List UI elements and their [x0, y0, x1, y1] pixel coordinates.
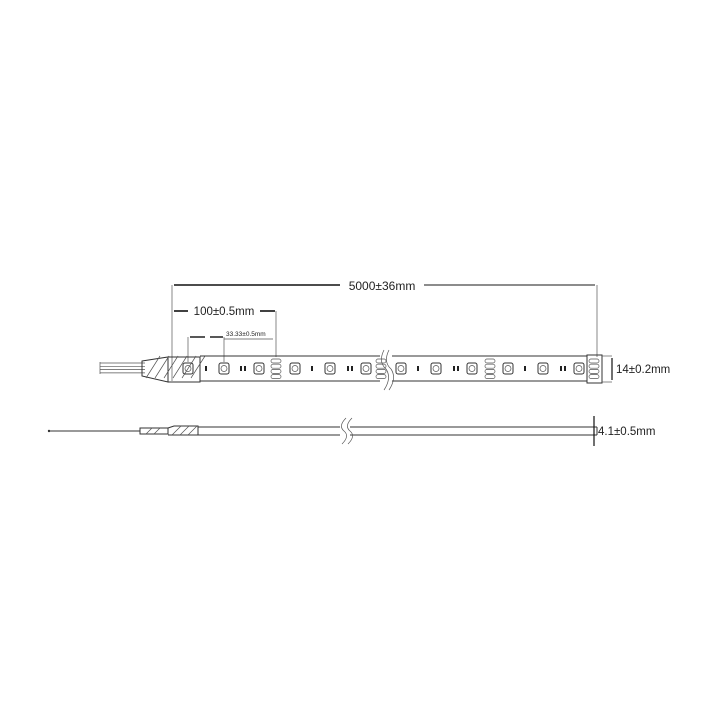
strip-side-view: [47, 417, 598, 445]
resistor: [457, 366, 459, 371]
resistor: [244, 366, 246, 371]
led-chip: [218, 362, 230, 375]
led-lens: [504, 365, 512, 372]
led-chip: [182, 362, 194, 375]
solder-pad: [588, 374, 600, 379]
resistor: [564, 366, 566, 371]
solder-pad: [375, 369, 387, 374]
hatch-line: [172, 355, 188, 379]
led-chip: [253, 362, 265, 375]
solder-pad: [270, 363, 282, 369]
resistor: [311, 366, 313, 371]
total-length-dimension: 5000±36mm: [171, 279, 598, 381]
hatch-line: [145, 355, 161, 379]
solder-pad: [375, 374, 387, 379]
solder-pad: [484, 363, 496, 369]
led-lens: [539, 365, 547, 372]
cut-length-dimension: 100±0.5mm: [174, 306, 277, 357]
solder-pad: [375, 363, 387, 369]
solder-pad: [270, 358, 282, 364]
resistor: [453, 366, 455, 371]
resistor: [351, 366, 353, 371]
led-pitch-dimension: 33.33±0.5mm: [187, 331, 273, 362]
total-length-label: 5000±36mm: [349, 279, 416, 293]
resistor: [560, 366, 562, 371]
break-mark: [386, 349, 394, 391]
led-chip: [360, 362, 372, 375]
solder-pad: [588, 363, 600, 369]
resistor: [347, 366, 349, 371]
width-label: 14±0.2mm: [616, 364, 670, 376]
led-chip: [573, 362, 585, 375]
led-chip: [289, 362, 301, 375]
hatch-line: [163, 355, 179, 379]
hatch-line: [154, 355, 170, 379]
solder-pad: [375, 358, 387, 364]
break-mark: [381, 349, 389, 391]
end-cap-right: [586, 354, 603, 384]
led-lens: [362, 365, 370, 372]
hatch-line: [190, 355, 206, 379]
solder-pad: [588, 358, 600, 364]
resistor: [205, 366, 207, 371]
strip-top-view: [99, 349, 603, 391]
end-cap-left: [167, 356, 201, 383]
led-chip: [466, 362, 478, 375]
led-lens: [468, 365, 476, 372]
cut-length-label: 100±0.5mm: [194, 306, 255, 318]
led-lens: [184, 365, 192, 372]
led-chip: [324, 362, 336, 375]
led-pitch-label: 33.33±0.5mm: [226, 331, 266, 338]
solder-pad: [484, 369, 496, 374]
led-lens: [397, 365, 405, 372]
led-lens: [220, 365, 228, 372]
led-lens: [326, 365, 334, 372]
led-lens: [255, 365, 263, 372]
solder-pad: [484, 358, 496, 364]
solder-pad: [588, 369, 600, 374]
hatch-line: [181, 355, 197, 379]
thickness-label: 4.1±0.5mm: [598, 426, 655, 438]
led-lens: [432, 365, 440, 372]
led-chip: [502, 362, 514, 375]
led-chip: [537, 362, 549, 375]
led-chip: [395, 362, 407, 375]
resistor: [240, 366, 242, 371]
resistor: [524, 366, 526, 371]
width-dimension: 14±0.2mm: [602, 355, 670, 383]
solder-pad: [270, 374, 282, 379]
solder-pad: [484, 374, 496, 379]
led-lens: [575, 365, 583, 372]
resistor: [417, 366, 419, 371]
led-chip: [430, 362, 442, 375]
wire-sheath: [141, 356, 169, 383]
led-lens: [291, 365, 299, 372]
thickness-dimension: 4.1±0.5mm: [593, 416, 655, 446]
solder-pad: [270, 369, 282, 374]
